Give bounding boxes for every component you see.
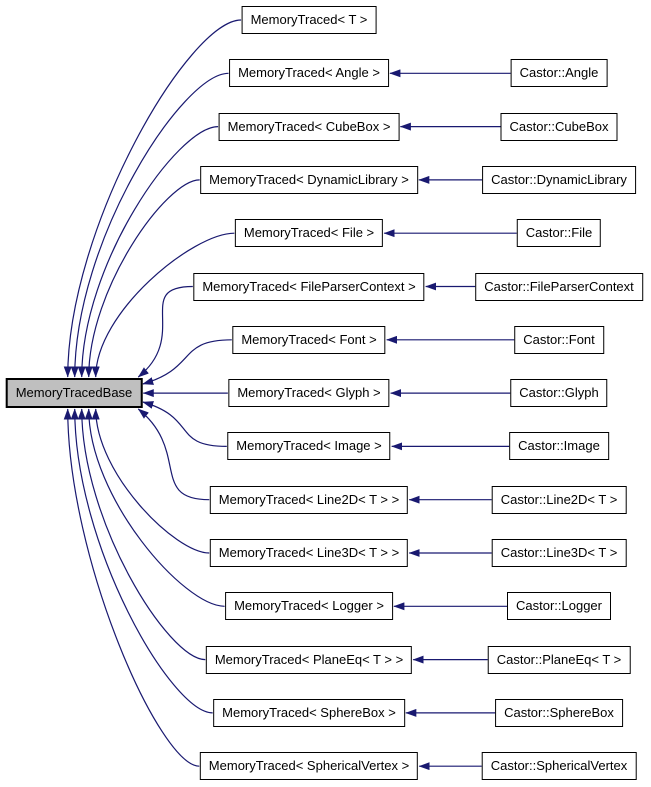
class-box-memorytraced-line2d-t[interactable]: MemoryTraced< Line2D< T > >: [209, 485, 409, 514]
generalization-edge-memorytraced-fileparsercontext: [137, 285, 193, 378]
generalization-edge-memorytraced-line2d-t: [137, 408, 210, 501]
class-box-memorytraced-sphericalvertex[interactable]: MemoryTraced< SphericalVertex >: [199, 752, 419, 781]
class-box-memorytraced-font[interactable]: MemoryTraced< Font >: [232, 325, 386, 354]
generalization-edge-memorytraced-file: [91, 232, 235, 378]
generalization-edge-memorytraced-line3d-t: [91, 408, 210, 554]
class-box-castor-fileparsercontext[interactable]: Castor::FileParserContext: [475, 272, 643, 301]
class-box-castor-line3d-t[interactable]: Castor::Line3D< T >: [491, 539, 627, 567]
class-box-memorytraced-cubebox[interactable]: MemoryTraced< CubeBox >: [218, 112, 400, 141]
generalization-edge-memorytraced-cubebox: [77, 125, 219, 378]
generalization-edge-memorytraced-dynamiclibrary: [84, 179, 200, 378]
class-box-castor-angle[interactable]: Castor::Angle: [510, 59, 608, 88]
class-box-castor-file[interactable]: Castor::File: [516, 219, 602, 248]
class-box-memorytraced-planeeq-t[interactable]: MemoryTraced< PlaneEq< T > >: [205, 645, 413, 674]
class-box-memorytraced-logger[interactable]: MemoryTraced< Logger >: [225, 592, 393, 621]
generalization-edge-memorytraced-sphericalvertex: [63, 408, 200, 767]
generalization-edge-memorytraced-spherebox: [70, 408, 213, 714]
class-box-castor-font[interactable]: Castor::Font: [514, 325, 604, 354]
class-box-castor-image[interactable]: Castor::Image: [509, 432, 609, 461]
class-box-memorytraced-fileparsercontext[interactable]: MemoryTraced< FileParserContext >: [193, 272, 425, 301]
class-box-memorytraced-spherebox[interactable]: MemoryTraced< SphereBox >: [213, 698, 405, 727]
class-box-castor-dynamiclibrary[interactable]: Castor::DynamicLibrary: [482, 165, 636, 194]
class-box-castor-planeeq-t[interactable]: Castor::PlaneEq< T >: [487, 645, 631, 674]
class-box-memorytraced-t[interactable]: MemoryTraced< T >: [241, 6, 377, 34]
class-box-memorytraced-line3d-t[interactable]: MemoryTraced< Line3D< T > >: [209, 539, 409, 567]
class-box-memorytraced-dynamiclibrary[interactable]: MemoryTraced< DynamicLibrary >: [200, 165, 418, 194]
generalization-edge-memorytraced-angle: [70, 72, 229, 378]
class-box-castor-spherebox[interactable]: Castor::SphereBox: [495, 698, 623, 727]
class-box-castor-sphericalvertex[interactable]: Castor::SphericalVertex: [481, 752, 637, 781]
generalization-edge-memorytraced-image: [142, 401, 227, 447]
generalization-edge-memorytraced-planeeq-t: [77, 408, 206, 661]
class-box-castor-cubebox[interactable]: Castor::CubeBox: [500, 112, 618, 141]
class-box-memorytraced-image[interactable]: MemoryTraced< Image >: [227, 432, 391, 461]
generalization-edge-memorytraced-font: [142, 339, 232, 385]
class-box-memorytraced-file[interactable]: MemoryTraced< File >: [234, 219, 384, 248]
class-box-castor-glyph[interactable]: Castor::Glyph: [510, 379, 608, 408]
class-box-castor-logger[interactable]: Castor::Logger: [507, 592, 611, 621]
class-box-memorytracedbase: MemoryTracedBase: [5, 378, 143, 408]
class-box-memorytraced-angle[interactable]: MemoryTraced< Angle >: [229, 59, 389, 88]
generalization-edge-memorytraced-logger: [84, 408, 225, 607]
class-box-castor-line2d-t[interactable]: Castor::Line2D< T >: [491, 485, 627, 514]
class-box-memorytraced-glyph[interactable]: MemoryTraced< Glyph >: [228, 379, 390, 408]
generalization-edge-memorytraced-t: [63, 19, 242, 378]
